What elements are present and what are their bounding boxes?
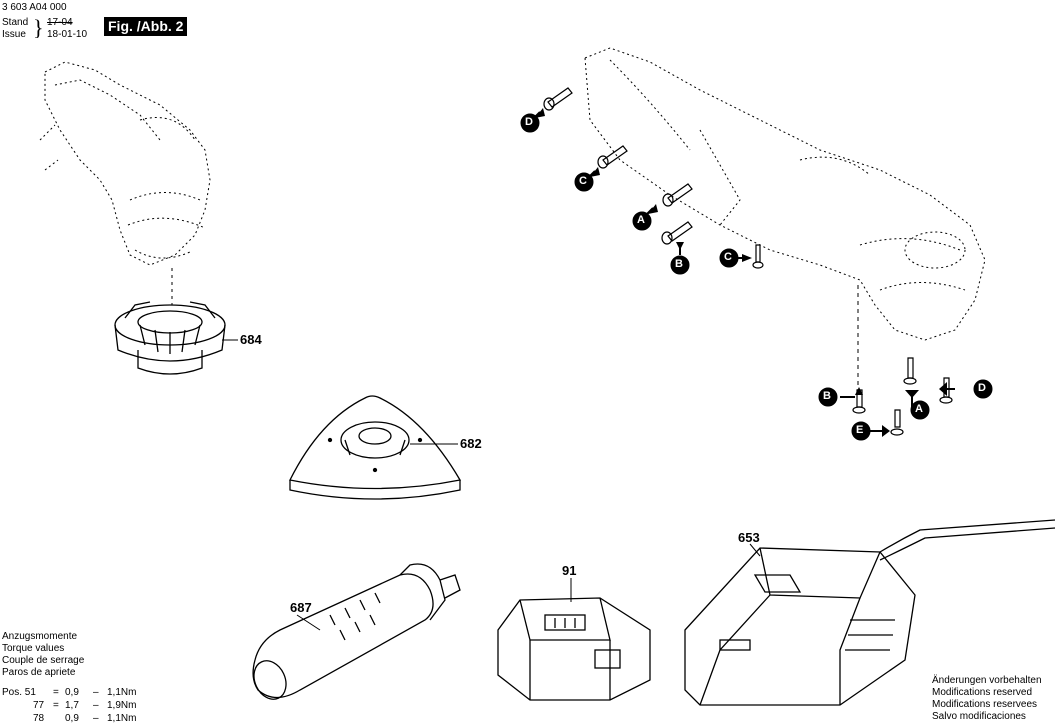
screw-d-bottom — [939, 377, 953, 404]
torque-row-77-min: 1,7 — [65, 700, 79, 711]
screw-e-bottom — [890, 409, 904, 436]
screw-a-bottom — [903, 357, 917, 385]
arrow-stems — [529, 111, 955, 432]
leader-653 — [749, 543, 761, 557]
torque-row-77-eq: = — [53, 700, 59, 711]
torque-row-51-pos: Pos. 51 — [2, 687, 36, 698]
torque-title-fr: Couple de serrage — [2, 655, 85, 666]
torque-row-51-max: 1,1Nm — [107, 687, 137, 698]
screw-c-small — [752, 244, 764, 269]
screw-c-top — [597, 145, 628, 169]
callout-a-bottom: A — [915, 403, 923, 415]
callout-b-bottom: B — [823, 390, 831, 402]
screw-b-top — [661, 221, 693, 245]
leader-687 — [296, 614, 321, 631]
screw-a-top — [662, 183, 693, 207]
brace-glyph: } — [33, 15, 44, 40]
part-label-682: 682 — [460, 436, 482, 451]
torque-row-77-pos: 77 — [33, 700, 45, 711]
screw-d-top — [543, 87, 573, 111]
note-de: Änderungen vorbehalten — [932, 675, 1042, 686]
stand-value: 17-04 — [47, 17, 73, 28]
grinder-ghost-left — [39, 61, 211, 266]
issue-label: Issue — [2, 29, 26, 40]
note-fr: Modifications reservees — [932, 699, 1038, 710]
part-number: 3 603 A04 000 — [2, 2, 67, 13]
torque-row-77-max: 1,9Nm — [107, 700, 137, 711]
note-es: Salvo modificaciones — [932, 711, 1026, 722]
callout-c-small: C — [724, 251, 732, 263]
callout-c-top: C — [579, 175, 587, 187]
part-label-653: 653 — [738, 530, 760, 545]
callout-d-bottom: D — [978, 382, 986, 394]
stand-label: Stand — [2, 17, 29, 28]
note-en: Modifications reserved — [932, 687, 1033, 698]
callout-e-bottom: E — [856, 424, 864, 436]
torque-row-51-dash: – — [93, 687, 99, 698]
part-label-91: 91 — [562, 563, 577, 578]
torque-title-de: Anzugsmomente — [2, 631, 78, 642]
delta-pad-682 — [289, 395, 462, 500]
torque-row-77-dash: – — [93, 700, 99, 711]
part-label-687: 687 — [290, 600, 312, 615]
torque-row-78-min: 0,9 — [65, 713, 79, 724]
torque-title-en: Torque values — [2, 643, 65, 654]
grinder-ghost-right — [584, 47, 986, 341]
torque-row-51-eq: = — [53, 687, 59, 698]
callouts — [520, 113, 993, 441]
callout-d-top: D — [525, 116, 533, 128]
torque-row-51-min: 0,9 — [65, 687, 79, 698]
auxiliary-handle-687 — [252, 563, 461, 700]
torque-row-78-pos: 78 — [33, 713, 45, 724]
part-label-684: 684 — [240, 332, 262, 347]
figure-tag: Fig. /Abb. 2 — [104, 17, 188, 36]
arrows-top — [535, 108, 947, 437]
ring-adapter-684 — [114, 301, 226, 375]
charger-653 — [684, 519, 1056, 706]
battery-pack-91 — [497, 597, 651, 701]
torque-row-78-dash: – — [93, 713, 99, 724]
issue-value: 18-01-10 — [47, 29, 88, 40]
torque-row-78-max: 1,1Nm — [107, 713, 137, 724]
torque-title-es: Paros de apriete — [2, 667, 76, 678]
callout-b-top: B — [675, 258, 683, 270]
screw-b-bottom — [852, 389, 866, 414]
callout-a-top: A — [637, 214, 645, 226]
